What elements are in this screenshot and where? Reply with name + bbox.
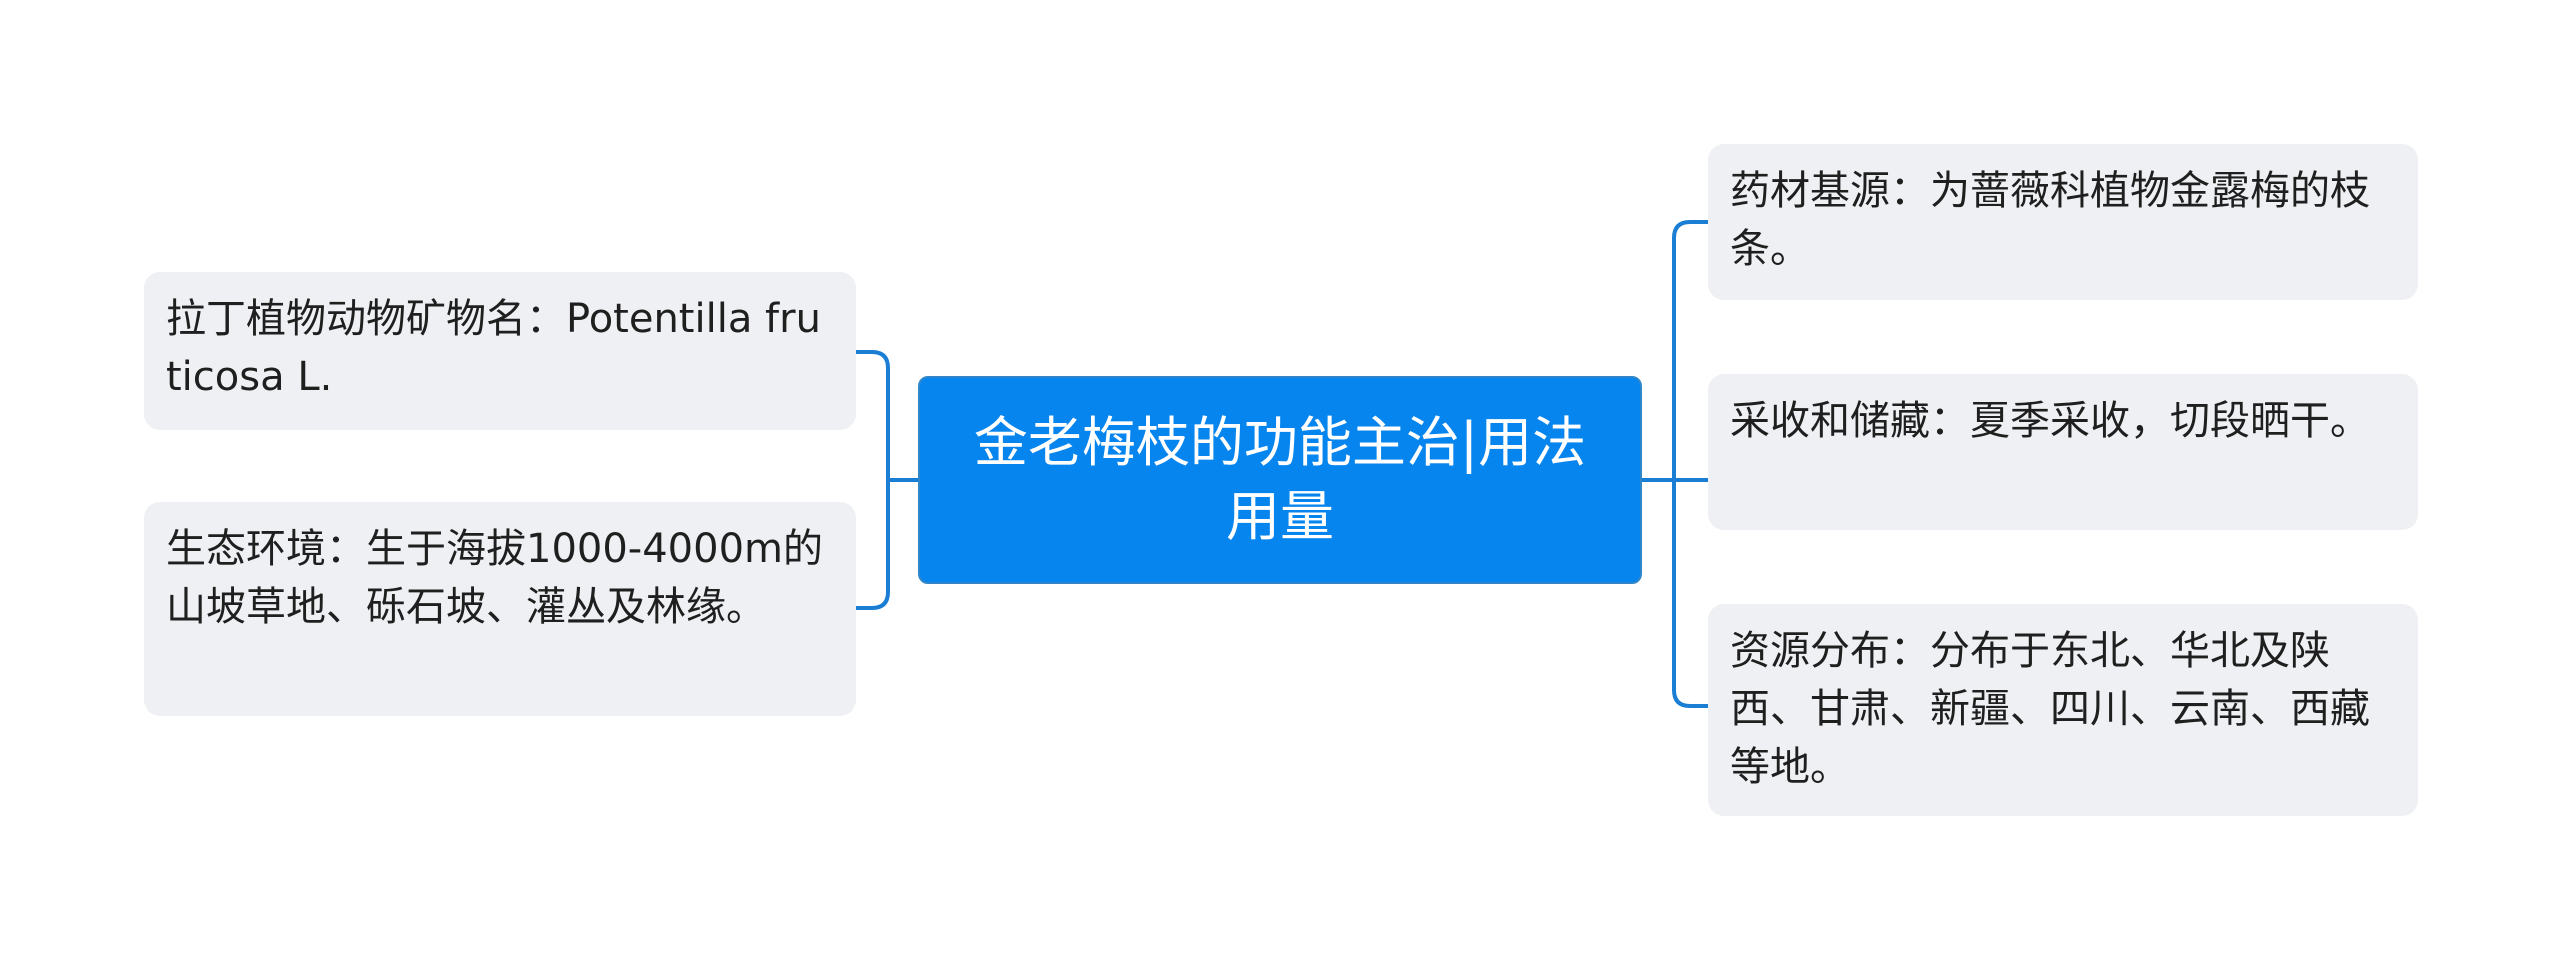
root-topic[interactable]: 金老梅枝的功能主治|用法用量	[918, 376, 1642, 584]
topic-source-label: 药材基源：为蔷薇科植物金露梅的枝条。	[1730, 168, 2370, 272]
connector-right-branch-3	[1672, 478, 1710, 708]
connector-right-branch-1	[1672, 220, 1710, 482]
topic-distribution-label: 资源分布：分布于东北、华北及陕西、甘肃、新疆、四川、云南、西藏等地。	[1730, 628, 2370, 790]
topic-source[interactable]: 药材基源：为蔷薇科植物金露梅的枝条。	[1708, 144, 2418, 300]
connector-left-branch-1	[854, 350, 890, 482]
topic-harvest-storage-label: 采收和储藏：夏季采收，切段晒干。	[1730, 398, 2370, 444]
topic-distribution[interactable]: 资源分布：分布于东北、华北及陕西、甘肃、新疆、四川、云南、西藏等地。	[1708, 604, 2418, 816]
root-topic-label: 金老梅枝的功能主治|用法用量	[973, 411, 1587, 548]
topic-harvest-storage[interactable]: 采收和储藏：夏季采收，切段晒干。	[1708, 374, 2418, 530]
topic-habitat-label: 生态环境：生于海拔1000-4000m的山坡草地、砾石坡、灌丛及林缘。	[166, 526, 823, 630]
topic-latin-name[interactable]: 拉丁植物动物矿物名：Potentilla fruticosa L.	[144, 272, 856, 430]
topic-habitat[interactable]: 生态环境：生于海拔1000-4000m的山坡草地、砾石坡、灌丛及林缘。	[144, 502, 856, 716]
topic-latin-name-label: 拉丁植物动物矿物名：Potentilla fruticosa L.	[166, 296, 821, 400]
connector-left-branch-2	[854, 478, 890, 610]
